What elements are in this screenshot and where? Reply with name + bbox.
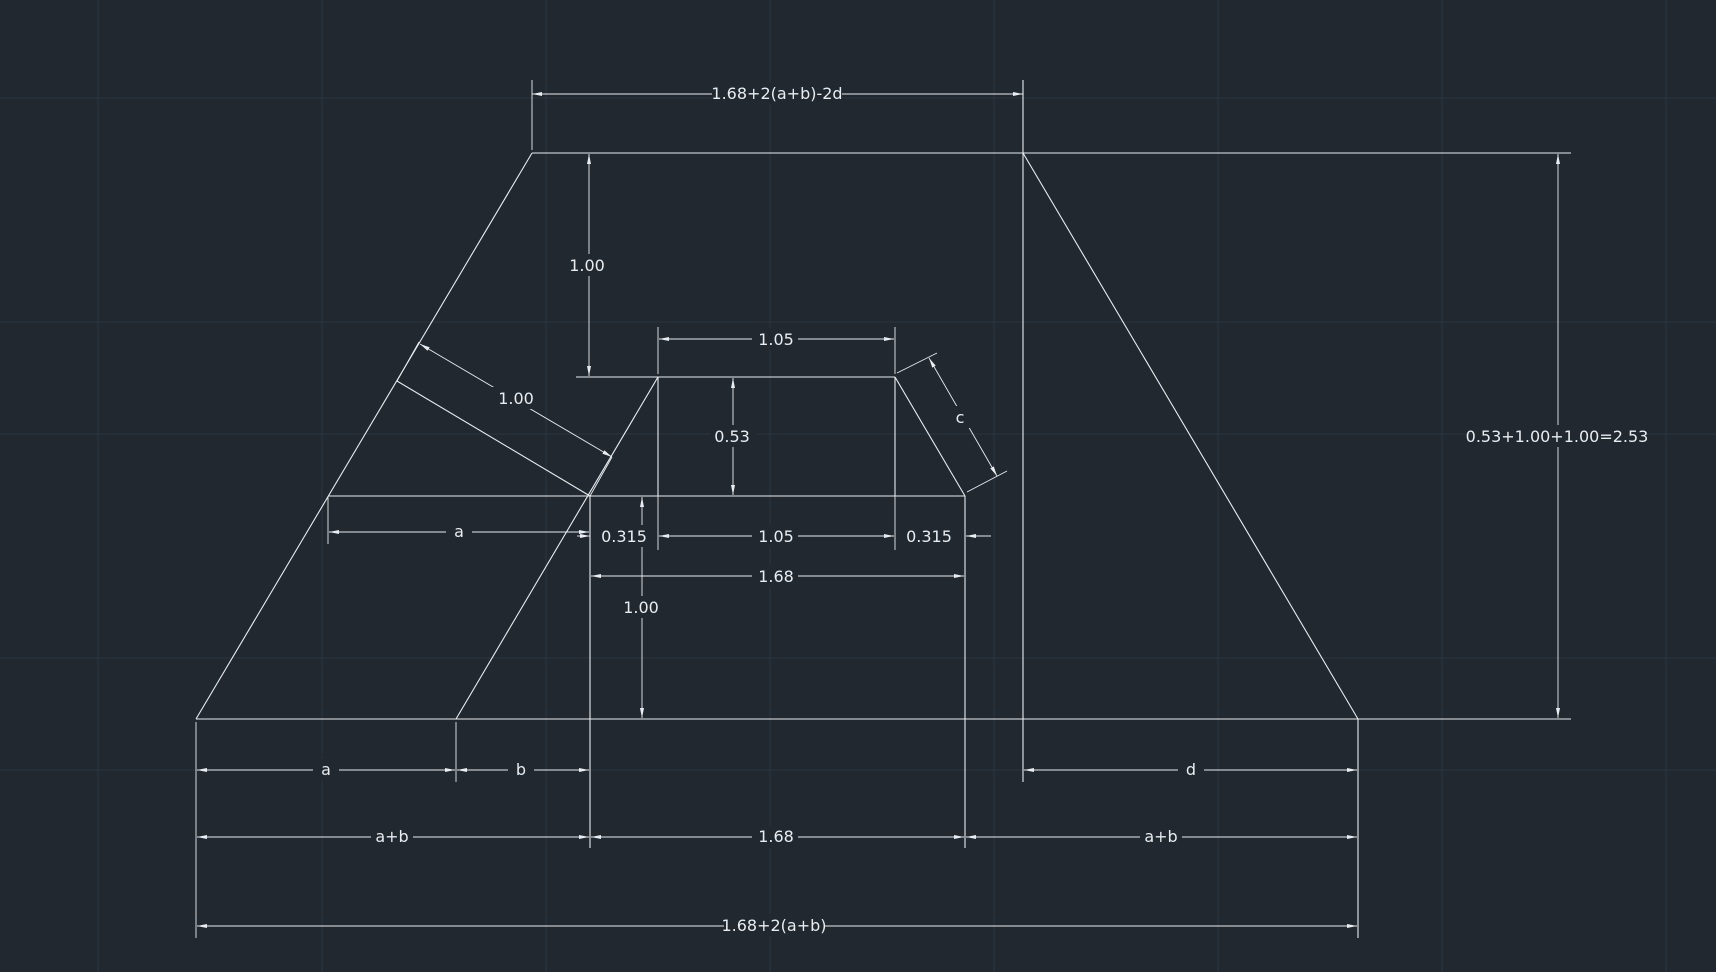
label-mid-width: 1.05 bbox=[758, 527, 794, 546]
label-left-a-mid: a bbox=[454, 522, 464, 541]
label-left-gap: 0.315 bbox=[601, 527, 647, 546]
inner-left-slope bbox=[455, 376, 659, 720]
label-bottom-base: 1.68 bbox=[758, 827, 794, 846]
dimension-labels: 1.68+2(a+b)-2d 1.00 1.05 1.00 0.53 c a 0… bbox=[313, 82, 1648, 936]
label-bottom-ab-right: a+b bbox=[1144, 827, 1177, 846]
label-right-gap: 0.315 bbox=[906, 527, 952, 546]
label-lower-height: 1.00 bbox=[623, 598, 659, 617]
label-bottom-d: d bbox=[1186, 760, 1196, 779]
label-upper-height: 1.00 bbox=[569, 256, 605, 275]
inner-right-slope bbox=[894, 376, 966, 497]
dimension-lines bbox=[197, 92, 1560, 928]
outer-right-slope bbox=[1022, 152, 1359, 720]
label-inner-height: 0.53 bbox=[714, 427, 750, 446]
geometry bbox=[195, 80, 1571, 938]
label-bottom-ab-left: a+b bbox=[375, 827, 408, 846]
label-slope-c: c bbox=[956, 408, 965, 427]
label-mid-base: 1.68 bbox=[758, 567, 794, 586]
label-bottom-total: 1.68+2(a+b) bbox=[721, 916, 826, 935]
label-top-width: 1.68+2(a+b)-2d bbox=[711, 84, 842, 103]
label-total-height: 0.53+1.00+1.00=2.53 bbox=[1466, 427, 1649, 446]
label-bottom-b: b bbox=[516, 760, 526, 779]
label-bottom-a: a bbox=[321, 760, 331, 779]
label-top-inner-width: 1.05 bbox=[758, 330, 794, 349]
extension-lines bbox=[195, 80, 1008, 938]
outer-left-slope bbox=[195, 152, 533, 720]
label-slope-offset: 1.00 bbox=[498, 389, 534, 408]
